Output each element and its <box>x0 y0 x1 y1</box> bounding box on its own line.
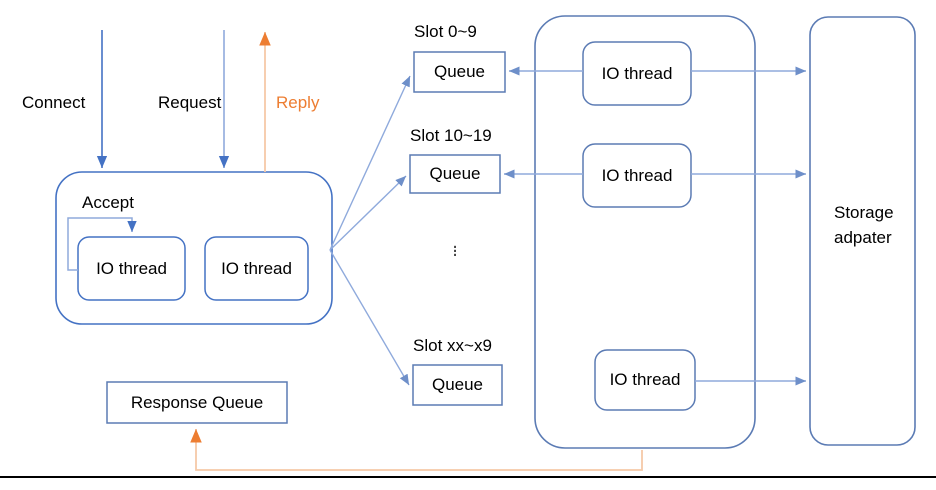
slot-queue-3-label: Queue <box>431 375 484 395</box>
reply-label: Reply <box>276 93 320 112</box>
response-queue-label: Response Queue <box>130 392 264 412</box>
reply-return-path <box>190 428 643 471</box>
worker-io-thread-1-label: IO thread <box>601 63 673 83</box>
storage-adapter-label-line2: adpater <box>834 228 892 247</box>
dispatch-arrow-slot-2 <box>329 175 407 251</box>
worker-io-thread-2-label: IO thread <box>601 165 673 185</box>
slot-queue-1-label: Queue <box>433 62 486 82</box>
slot-ellipsis-icon: ... <box>452 231 458 261</box>
frontend-io-thread-1-label: IO thread <box>96 258 167 278</box>
slot-queue-2-label: Queue <box>429 164 481 184</box>
slot-label-2: Slot 10~19 <box>410 126 492 145</box>
connect-label: Connect <box>22 93 86 112</box>
request-label: Request <box>158 93 222 112</box>
dispatch-arrow-slot-3 <box>329 249 410 386</box>
storage-adapter-label-line1: Storage <box>834 203 894 222</box>
slot-label-1: Slot 0~9 <box>414 22 477 41</box>
worker-io-thread-3-label: IO thread <box>609 370 681 390</box>
accept-label: Accept <box>82 193 134 212</box>
slot-label-3: Slot xx~x9 <box>413 336 492 355</box>
dispatch-arrow-slot-1 <box>329 75 411 251</box>
frontend-io-thread-2-label: IO thread <box>221 258 292 278</box>
